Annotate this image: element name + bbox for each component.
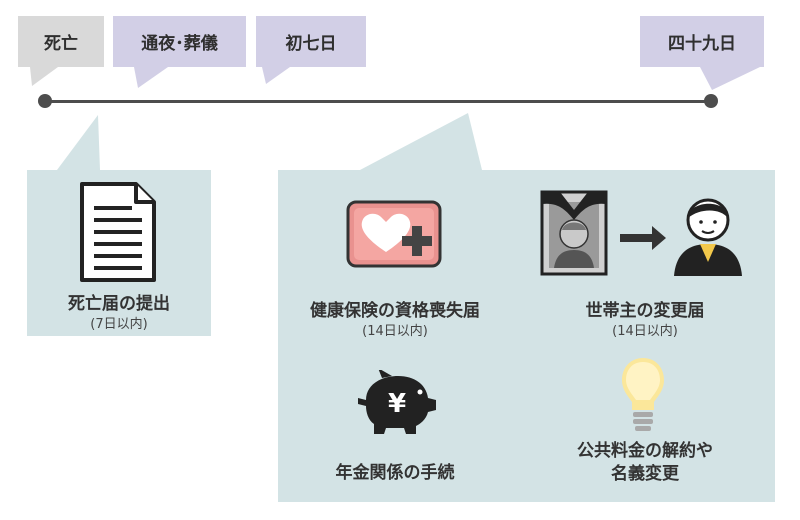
pension-procedure-title: 年金関係の手続 — [335, 463, 455, 483]
head-of-household-change-icon — [540, 190, 742, 276]
death-notice-deadline: (7日以内) — [90, 317, 148, 332]
tail-left-panel — [57, 115, 100, 170]
tail-right-panel — [360, 113, 482, 170]
timeline-end-dot — [704, 94, 718, 108]
stage-first-seventh-label: 初七日 — [256, 16, 366, 67]
death-notice-title: 死亡届の提出 — [68, 294, 170, 314]
household-change-deadline: (14日以内) — [612, 324, 678, 339]
utilities-title-line1: 公共料金の解約や — [577, 441, 713, 461]
stage-death-label: 死亡 — [18, 16, 104, 67]
svg-text:¥: ¥ — [388, 389, 406, 419]
health-insurance-deadline: (14日以内) — [362, 324, 428, 339]
timeline-start-dot — [38, 94, 52, 108]
tail-forty-ninth — [700, 67, 760, 90]
stage-funeral-label: 通夜･葬儀 — [113, 16, 246, 67]
timeline-line — [44, 100, 712, 103]
household-change-title: 世帯主の変更届 — [585, 301, 705, 321]
light-bulb-icon — [622, 358, 664, 431]
document-icon — [80, 182, 156, 282]
tail-funeral — [134, 67, 168, 88]
tail-death — [30, 67, 58, 86]
stage-forty-ninth-label: 四十九日 — [640, 16, 764, 67]
piggy-bank-yen-icon: ¥ — [358, 370, 436, 434]
health-insurance-card-icon — [346, 200, 442, 268]
utilities-title-line2: 名義変更 — [611, 464, 679, 484]
tail-first-seventh — [262, 67, 290, 84]
health-insurance-title: 健康保険の資格喪失届 — [310, 301, 480, 321]
